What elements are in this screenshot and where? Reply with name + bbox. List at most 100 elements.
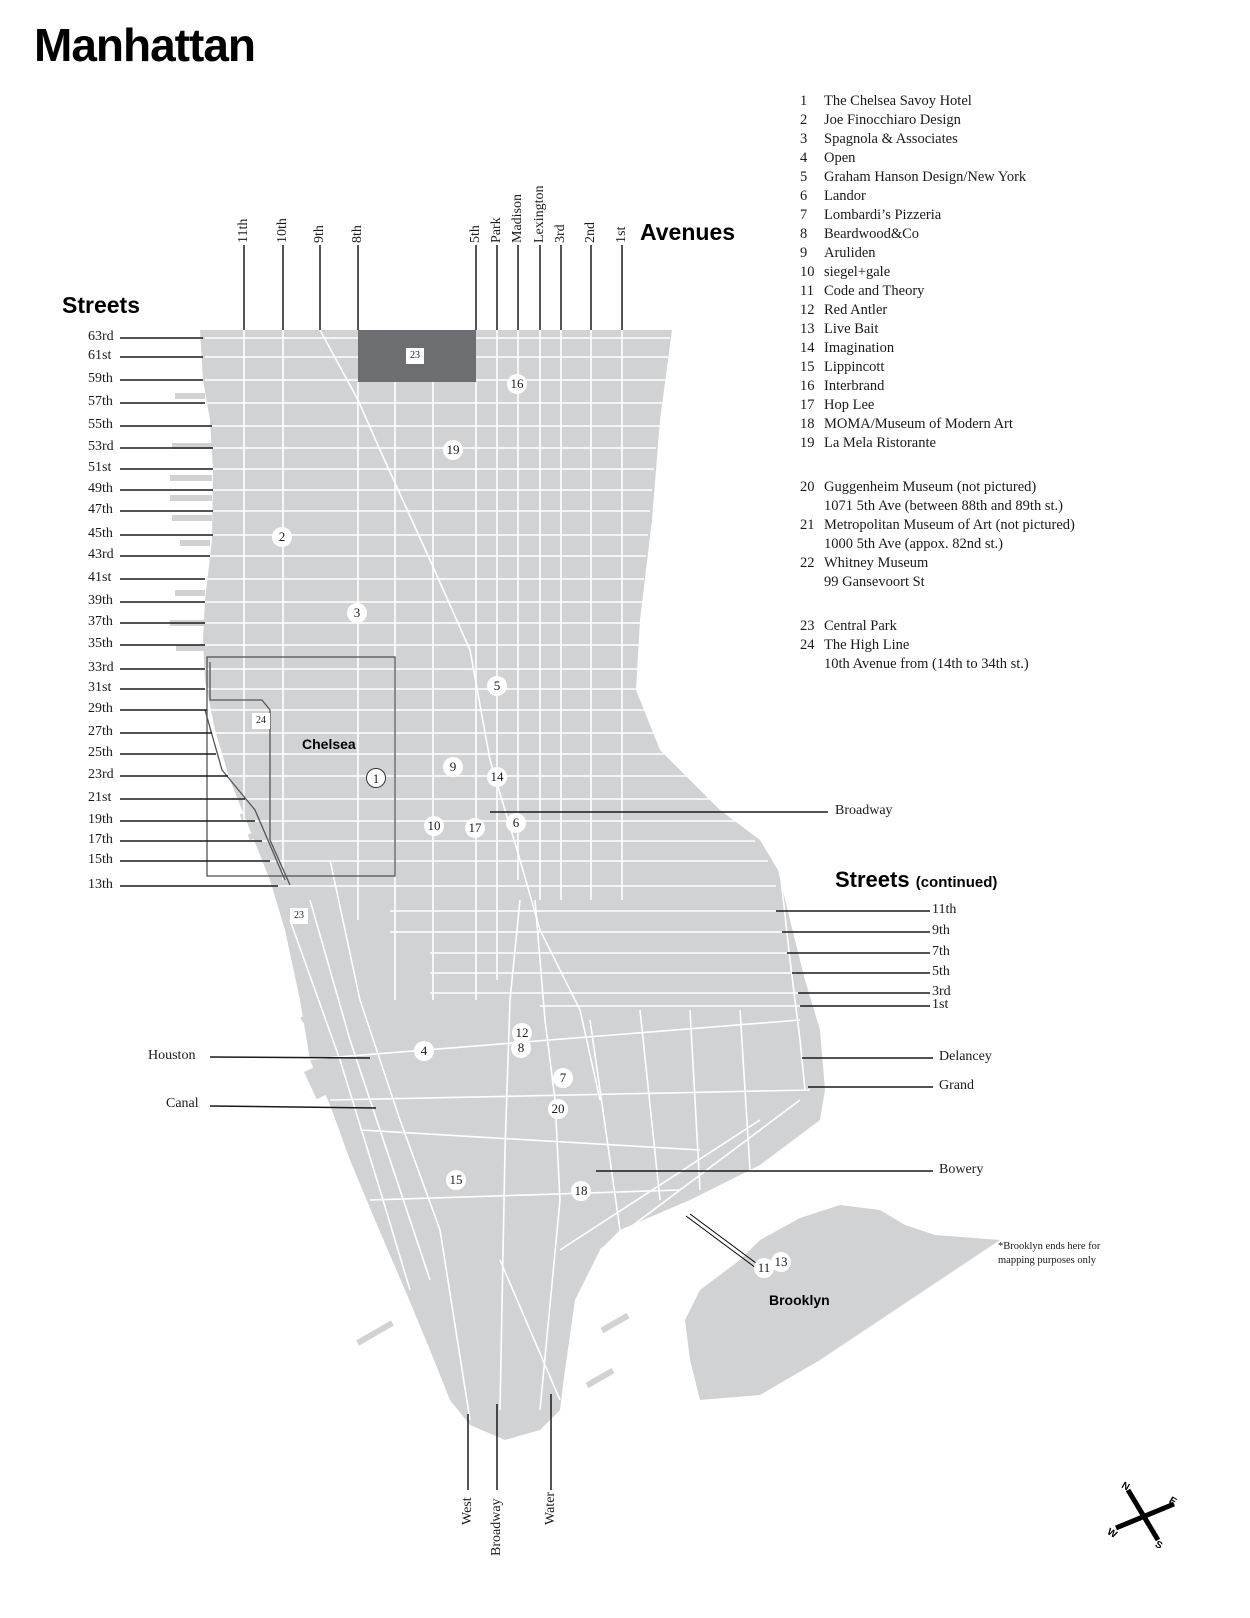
street-grid bbox=[205, 329, 811, 1421]
street-label: 49th bbox=[88, 481, 113, 496]
street-label: 47th bbox=[88, 502, 113, 517]
legend-name: Hop Lee bbox=[824, 397, 875, 413]
marker-17: 17 bbox=[465, 818, 485, 838]
svg-text:E: E bbox=[1167, 1495, 1178, 1508]
legend-name: Whitney Museum bbox=[824, 555, 929, 571]
street-label: 3rd bbox=[932, 984, 951, 999]
legend-name: The High Line bbox=[824, 637, 910, 653]
marker-18: 18 bbox=[571, 1181, 591, 1201]
legend-item: 5 Graham Hanson Design/New York bbox=[800, 168, 1075, 187]
street-label: 37th bbox=[88, 614, 113, 629]
legend-name: The Chelsea Savoy Hotel bbox=[824, 93, 972, 109]
major-street-label: Delancey bbox=[939, 1049, 992, 1064]
avenue-label: 2nd bbox=[583, 222, 598, 243]
street-label: 39th bbox=[88, 593, 113, 608]
street-label: 23rd bbox=[88, 767, 114, 782]
street-label: 13th bbox=[88, 877, 113, 892]
avenue-label: 11th bbox=[236, 218, 251, 243]
legend-name: Open bbox=[824, 150, 856, 166]
legend-number: 23 bbox=[800, 618, 815, 634]
avenue-label: 5th bbox=[468, 225, 483, 243]
brooklyn-note: *Brooklyn ends here for mapping purposes… bbox=[998, 1241, 1101, 1266]
bottom-street-label: Water bbox=[543, 1491, 558, 1525]
street-label: 17th bbox=[88, 832, 113, 847]
legend-number: 8 bbox=[800, 226, 808, 242]
legend-name: Interbrand bbox=[824, 378, 885, 394]
legend-number: 3 bbox=[800, 131, 808, 147]
square-marker-23: 23 bbox=[290, 908, 308, 924]
legend-detail: 1000 5th Ave (appox. 82nd st.) bbox=[824, 536, 1003, 552]
legend-number: 12 bbox=[800, 302, 815, 318]
legend-name: Beardwood&Co bbox=[824, 226, 920, 242]
marker-20: 20 bbox=[548, 1099, 568, 1119]
streets-continued-heading: Streets (continued) bbox=[835, 867, 997, 893]
legend-number: 5 bbox=[800, 169, 808, 185]
page-title: Manhattan bbox=[34, 19, 256, 71]
street-label: 29th bbox=[88, 701, 113, 716]
bottom-street-leaders bbox=[467, 1394, 552, 1490]
marker-8: 8 bbox=[511, 1038, 531, 1058]
street-label: 35th bbox=[88, 636, 113, 651]
marker-13: 13 bbox=[771, 1252, 791, 1272]
compass-icon: N E S W bbox=[1108, 1480, 1178, 1548]
legend-number: 11 bbox=[800, 283, 814, 299]
legend-name: Graham Hanson Design/New York bbox=[824, 169, 1027, 185]
legend-number: 9 bbox=[800, 245, 808, 261]
major-street-label: Broadway bbox=[835, 803, 893, 818]
square-marker-23: 23 bbox=[406, 348, 424, 364]
bottom-street-label: West bbox=[460, 1497, 475, 1525]
avenue-label: 3rd bbox=[553, 224, 568, 243]
avenue-label: Park bbox=[489, 217, 504, 243]
marker-15: 15 bbox=[446, 1170, 466, 1190]
legend-name: La Mela Ristorante bbox=[824, 435, 936, 451]
legend-number: 14 bbox=[800, 340, 815, 356]
marker-12: 12 bbox=[512, 1023, 532, 1043]
marker-11: 11 bbox=[754, 1258, 774, 1278]
brooklyn-landmass bbox=[685, 1205, 1000, 1400]
legend-number: 7 bbox=[800, 207, 808, 223]
major-street-label: Bowery bbox=[939, 1162, 984, 1177]
street-label: 43rd bbox=[88, 547, 114, 562]
legend-item: 9 Aruliden bbox=[800, 244, 1075, 263]
streets-heading: Streets bbox=[62, 292, 140, 318]
bottom-street-label: Broadway bbox=[489, 1498, 504, 1556]
marker-5: 5 bbox=[487, 676, 507, 696]
marker-7: 7 bbox=[553, 1068, 573, 1088]
legend-detail: 99 Gansevoort St bbox=[824, 574, 925, 590]
marker-19: 19 bbox=[443, 440, 463, 460]
legend-name: Landor bbox=[824, 188, 866, 204]
legend-name: Lippincott bbox=[824, 359, 885, 375]
street-label: 1st bbox=[932, 997, 949, 1012]
street-label: 61st bbox=[88, 348, 112, 363]
major-street-label: Grand bbox=[939, 1078, 974, 1093]
avenues-heading: Avenues bbox=[640, 219, 736, 245]
avenue-label: 10th bbox=[275, 218, 290, 243]
street-label: 51st bbox=[88, 460, 112, 475]
major-street-label: Canal bbox=[166, 1096, 199, 1111]
marker-10: 10 bbox=[424, 816, 444, 836]
legend-name: Metropolitan Museum of Art (not pictured… bbox=[824, 517, 1075, 533]
street-label: 63rd bbox=[88, 329, 114, 344]
streets-continued-label: Streets bbox=[835, 867, 910, 892]
west-piers bbox=[170, 393, 630, 1389]
avenue-label: 1st bbox=[614, 226, 629, 243]
legend-detail: 1071 5th Ave (between 88th and 89th st.) bbox=[824, 498, 1063, 514]
legend-name: Aruliden bbox=[824, 245, 876, 261]
chelsea-label: Chelsea bbox=[302, 736, 356, 752]
legend-number: 1 bbox=[800, 93, 808, 109]
marker-2: 2 bbox=[272, 527, 292, 547]
